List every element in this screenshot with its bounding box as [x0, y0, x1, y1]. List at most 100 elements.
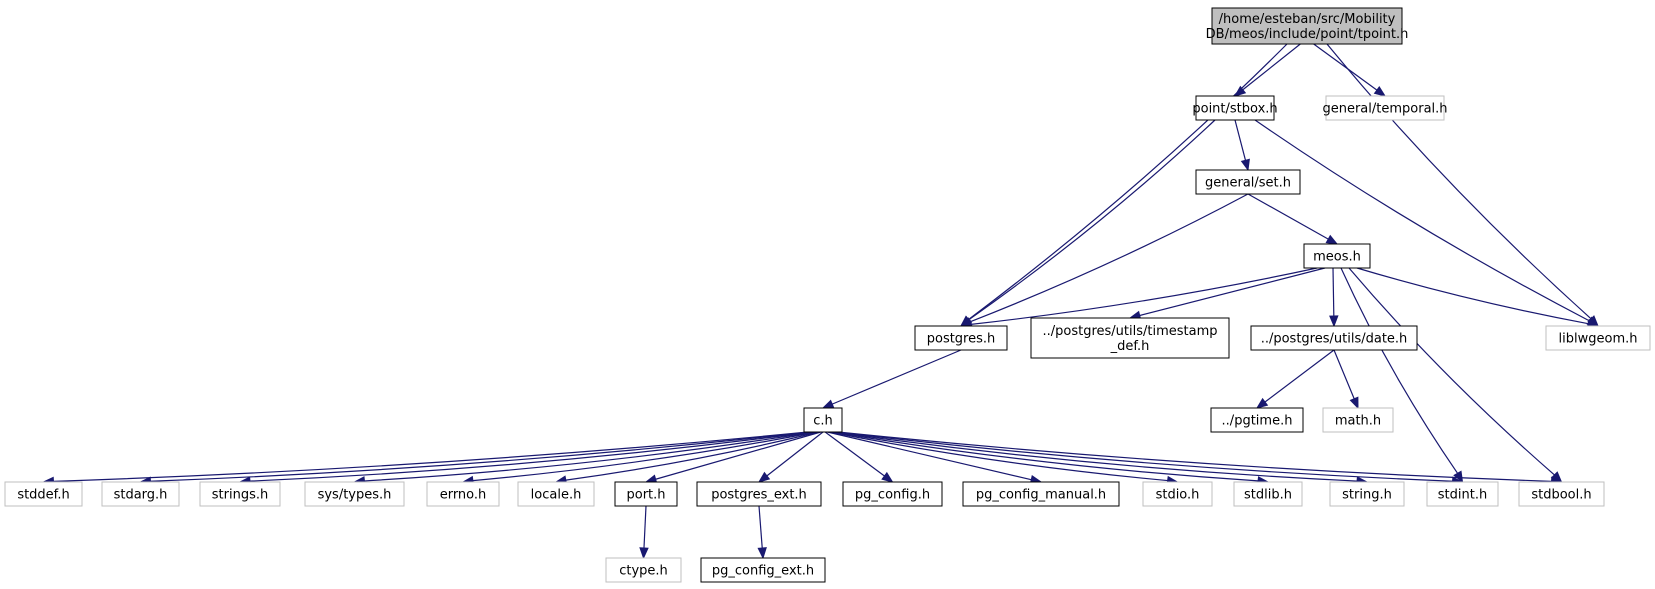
edge-line: [1139, 267, 1326, 317]
edge-arrowhead: [757, 471, 771, 483]
node-postgres[interactable]: postgres.h: [914, 325, 1008, 351]
node-pgtime[interactable]: ../pgtime.h: [1210, 407, 1304, 433]
node-label: locale.h: [531, 488, 582, 503]
node-box: [1329, 481, 1405, 507]
edge-c-to-locale: [554, 431, 819, 485]
edge-line: [1234, 119, 1247, 161]
node-math: math.h: [1322, 407, 1394, 433]
node-stdlib: stdlib.h: [1233, 481, 1303, 507]
edge-c-to-pg_config: [824, 431, 894, 483]
edge-line: [643, 505, 647, 549]
node-label: port.h: [626, 488, 665, 503]
edge-line: [655, 431, 822, 480]
node-label: stdbool.h: [1531, 488, 1591, 503]
node-box: [1518, 481, 1605, 507]
node-set[interactable]: general/set.h: [1195, 169, 1301, 195]
node-pg_config_ext[interactable]: pg_config_ext.h: [700, 557, 826, 583]
edge-meos-to-stdint: [1340, 267, 1464, 484]
node-stdio: stdio.h: [1142, 481, 1213, 507]
node-box: [4, 481, 83, 507]
node-label: ../pgtime.h: [1222, 414, 1293, 429]
node-label: sys/types.h: [318, 488, 392, 503]
node-box: [1426, 481, 1499, 507]
edge-line: [364, 431, 815, 482]
node-string: string.h: [1329, 481, 1405, 507]
node-box: [199, 481, 281, 507]
node-box: [517, 481, 595, 507]
edge-port-to-ctype: [639, 505, 649, 560]
edge-line: [968, 119, 1216, 321]
node-c[interactable]: c.h: [803, 407, 843, 433]
node-stdint: stdint.h: [1426, 481, 1499, 507]
nodes-layer: /home/esteban/src/MobilityDB/meos/includ…: [4, 7, 1651, 583]
node-box: [914, 325, 1008, 351]
edge-arrowhead: [1240, 158, 1250, 172]
node-timestamp[interactable]: ../postgres/utils/timestamp_def.h: [1030, 317, 1230, 359]
edge-line: [1340, 267, 1459, 474]
node-stddef: stddef.h: [4, 481, 83, 507]
node-postgres_ext[interactable]: postgres_ext.h: [696, 481, 822, 507]
node-pg_config_manual[interactable]: pg_config_manual.h: [962, 481, 1120, 507]
edge-line: [1356, 267, 1589, 325]
node-meos[interactable]: meos.h: [1303, 243, 1371, 269]
node-box: [101, 481, 180, 507]
node-systypes: sys/types.h: [304, 481, 405, 507]
node-label: ctype.h: [619, 564, 668, 579]
edge-meos-to-stdbool: [1348, 267, 1563, 483]
node-label: pg_config.h: [855, 488, 930, 503]
edge-line: [831, 431, 1259, 482]
edge-meos-to-date: [1329, 267, 1339, 328]
node-box: [1303, 243, 1371, 269]
edge-root-to-stbox: [1233, 43, 1301, 97]
node-box: [426, 481, 500, 507]
node-root: /home/esteban/src/MobilityDB/meos/includ…: [1206, 7, 1408, 45]
edge-line: [837, 431, 1552, 482]
edge-line: [766, 431, 824, 477]
node-box: [1545, 325, 1651, 351]
node-label: errno.h: [440, 488, 487, 503]
node-box: [1030, 317, 1230, 359]
edge-stbox-to-set: [1234, 119, 1250, 172]
node-box: [1322, 407, 1394, 433]
node-label: stdarg.h: [114, 488, 168, 503]
edges-layer: [42, 43, 1600, 560]
edge-postgres_ext-to-pg_config_ext: [757, 505, 767, 560]
edge-line: [150, 431, 811, 482]
node-box: [700, 557, 826, 583]
node-label: _def.h: [1110, 339, 1150, 354]
node-date[interactable]: ../postgres/utils/date.h: [1250, 325, 1418, 351]
node-label: ../postgres/utils/timestamp: [1042, 324, 1217, 339]
edge-line: [835, 431, 1453, 482]
edge-c-to-stdbool: [837, 431, 1563, 487]
edge-arrowhead: [757, 547, 767, 560]
edge-line: [1247, 193, 1329, 240]
node-port[interactable]: port.h: [614, 481, 678, 507]
node-box: [1210, 407, 1304, 433]
edge-postgres-to-c: [821, 349, 962, 409]
edge-set-to-meos: [1247, 193, 1339, 245]
node-label: stdlib.h: [1244, 488, 1292, 503]
node-label: ../postgres/utils/date.h: [1261, 332, 1408, 347]
node-label: strings.h: [212, 488, 268, 503]
edge-arrowhead: [1453, 470, 1464, 484]
edge-arrowhead: [1325, 234, 1339, 245]
edge-line: [824, 431, 885, 477]
edge-line: [1313, 43, 1378, 91]
edge-stbox-to-liblwgeom: [1254, 119, 1600, 327]
node-box: [304, 481, 405, 507]
node-box: [1325, 95, 1445, 121]
node-box: [1195, 169, 1301, 195]
edge-arrowhead: [1329, 315, 1339, 328]
edge-arrowhead: [881, 471, 894, 483]
node-ctype: ctype.h: [605, 557, 682, 583]
node-locale: locale.h: [517, 481, 595, 507]
edge-arrowhead: [1255, 397, 1269, 409]
node-pg_config[interactable]: pg_config.h: [842, 481, 943, 507]
edge-c-to-stdarg: [139, 431, 811, 486]
node-label: pg_config_ext.h: [712, 564, 814, 579]
edge-line: [1326, 43, 1592, 320]
edge-line: [472, 431, 817, 482]
edge-line: [1333, 349, 1355, 399]
node-stbox[interactable]: point/stbox.h: [1192, 95, 1278, 121]
node-temporal: general/temporal.h: [1322, 95, 1448, 121]
